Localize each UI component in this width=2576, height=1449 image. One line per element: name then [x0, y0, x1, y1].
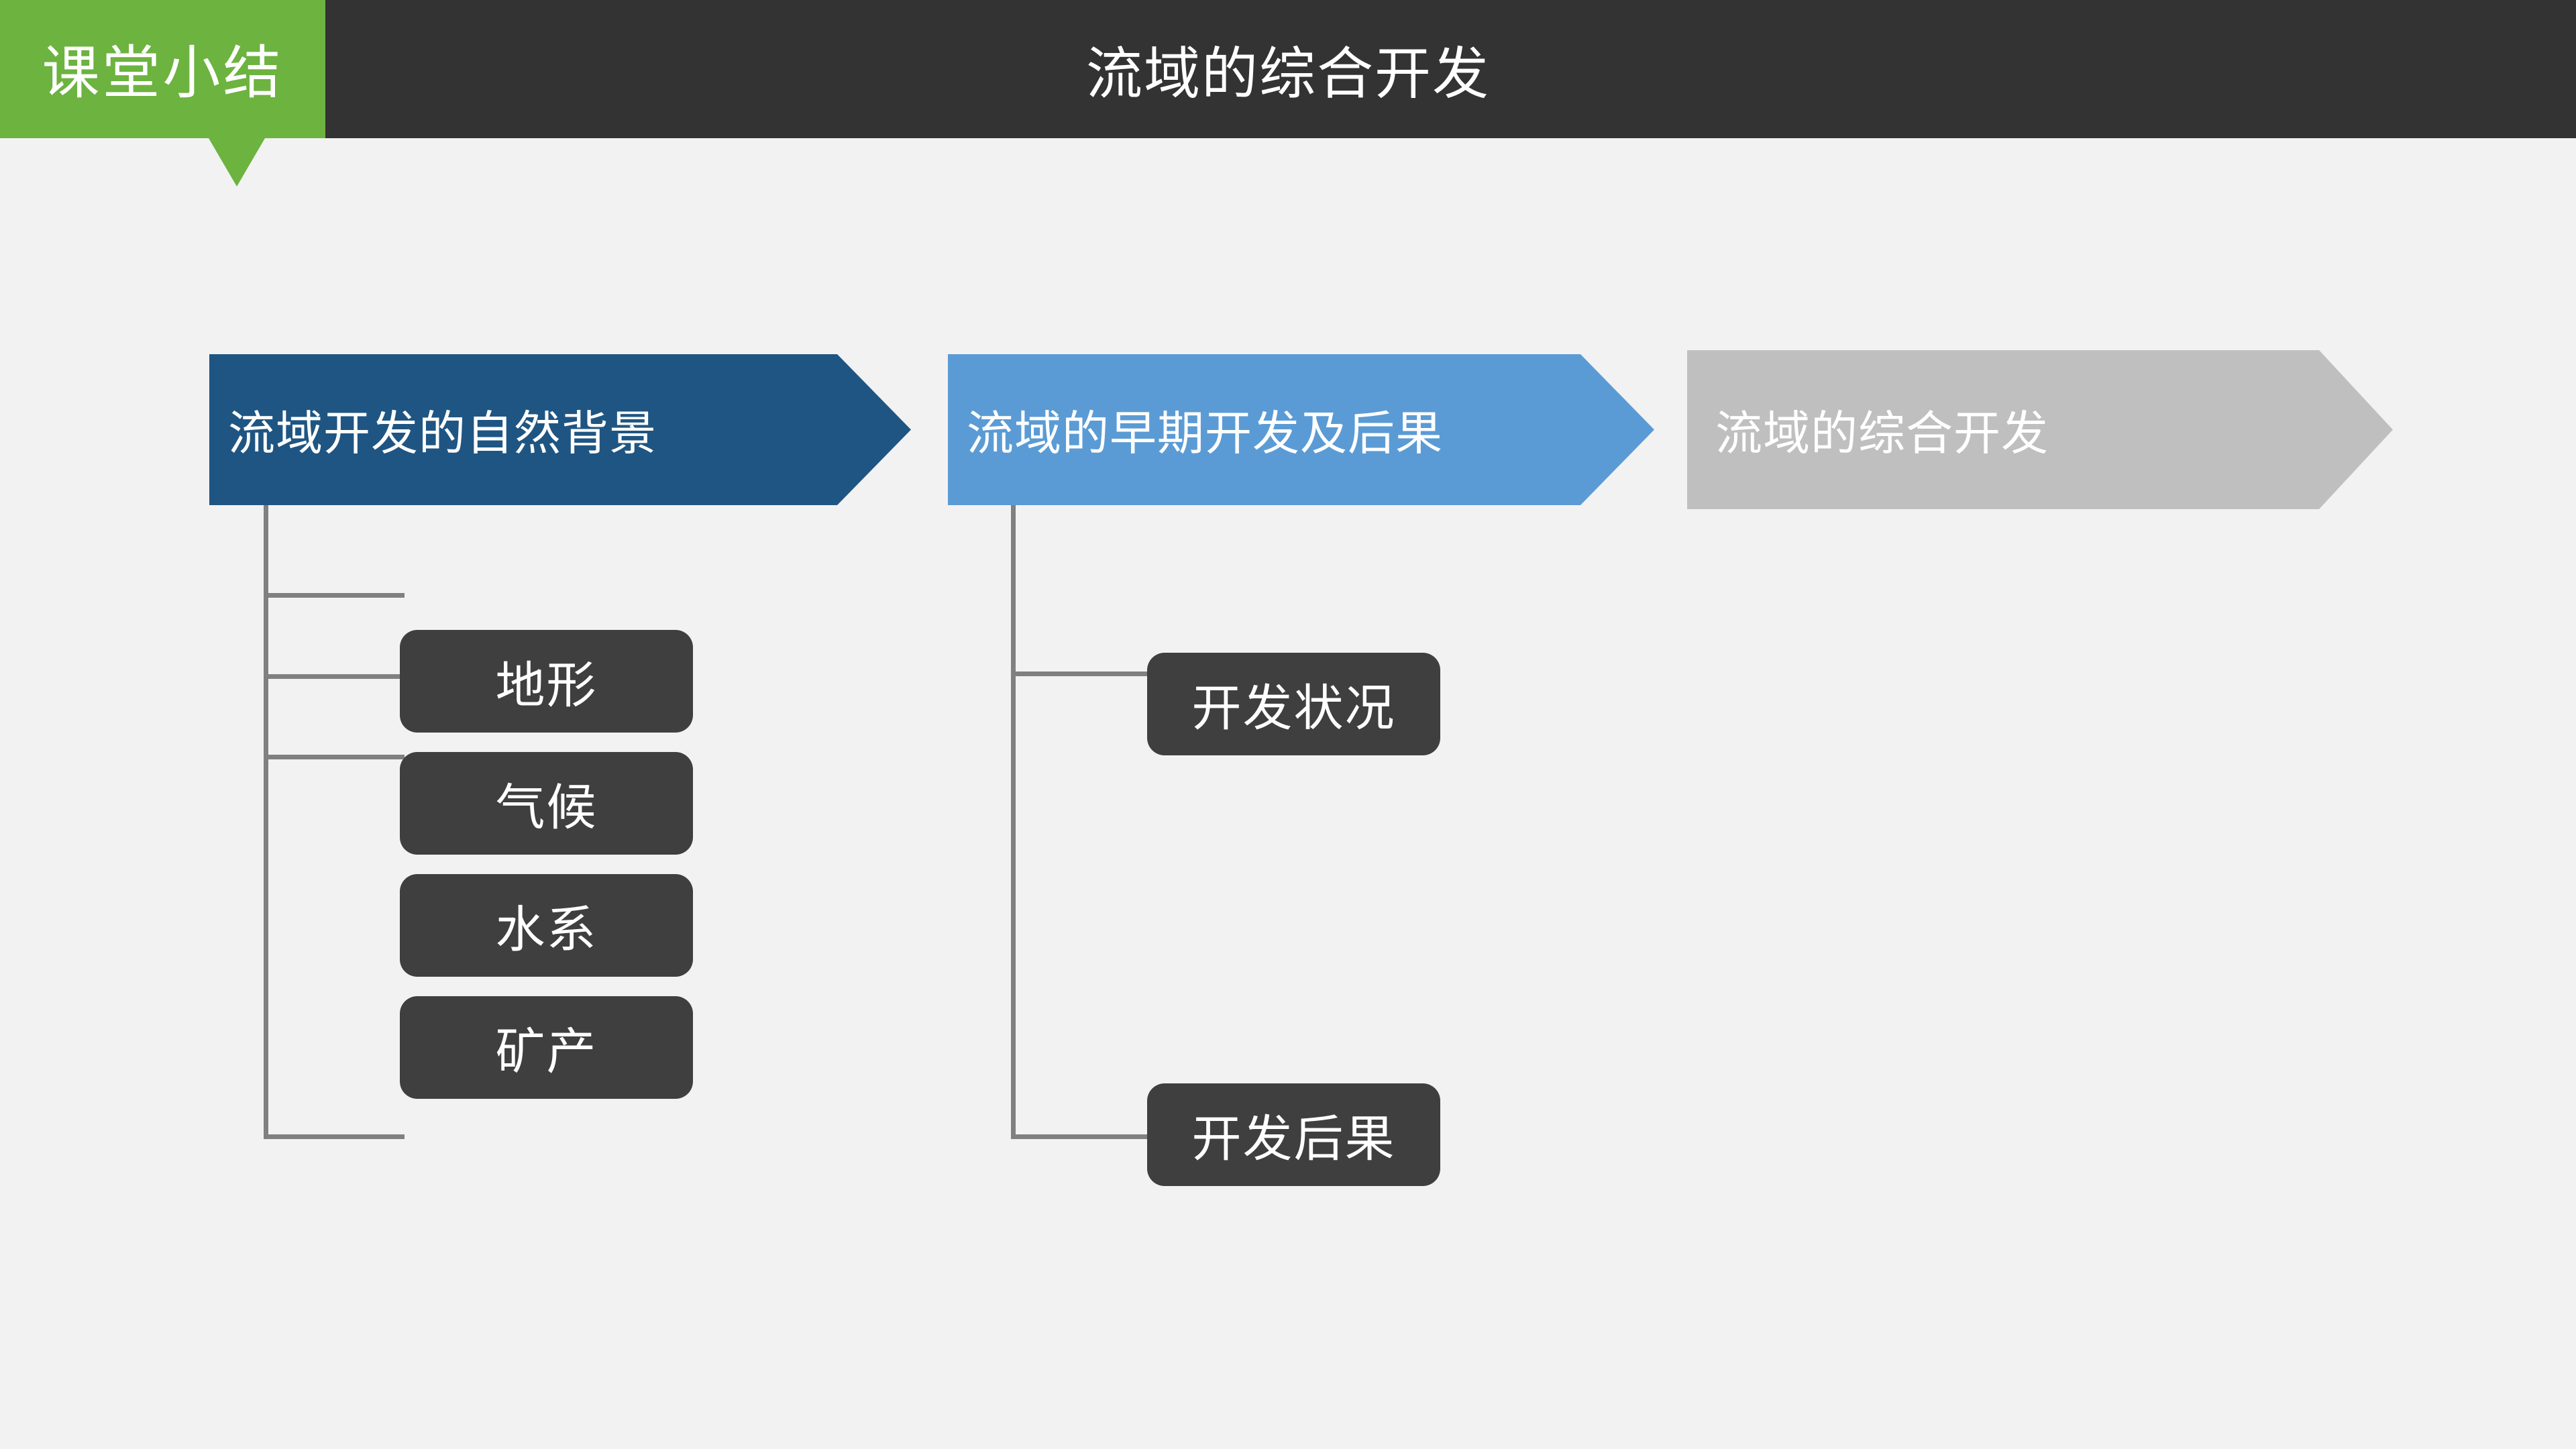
header-bar	[0, 0, 2576, 138]
branch-1-connector-4	[264, 1134, 405, 1139]
branch-2-trunk-line	[1011, 505, 1016, 1139]
leaf-box-development-consequences-label: 开发后果	[1191, 1111, 1396, 1167]
leaf-box-development-status[interactable]: 开发状况	[1147, 653, 1440, 755]
stage-chevron-2[interactable]: 流域的早期开发及后果	[948, 354, 1654, 505]
stage-chevron-3-label: 流域的综合开发	[1715, 407, 2049, 460]
branch-1-connector-2	[264, 674, 405, 679]
branch-1-trunk-line	[264, 505, 268, 1139]
summary-diagram: 流域开发的自然背景 流域的早期开发及后果 流域的综合开发 地形 气候 水系 矿产…	[0, 138, 2576, 1449]
leaf-box-climate[interactable]: 气候	[400, 752, 693, 855]
stage-chevron-1-label: 流域开发的自然背景	[228, 407, 657, 460]
branch-1-connector-3	[264, 755, 405, 759]
leaf-box-terrain-label: 地形	[495, 657, 598, 713]
branch-2-connector-1	[1011, 672, 1152, 676]
stage-chevron-3[interactable]: 流域的综合开发	[1687, 350, 2393, 509]
branch-1-connector-1	[264, 593, 405, 598]
leaf-box-development-consequences[interactable]: 开发后果	[1147, 1083, 1440, 1186]
leaf-box-minerals-label: 矿产	[495, 1024, 598, 1079]
page-title: 流域的综合开发	[1085, 42, 1490, 105]
branch-2-connector-2	[1011, 1134, 1152, 1139]
stage-chevron-1[interactable]: 流域开发的自然背景	[209, 354, 911, 505]
leaf-box-terrain[interactable]: 地形	[400, 630, 693, 733]
leaf-box-water-system-label: 水系	[495, 902, 598, 957]
section-badge-pointer-icon	[209, 138, 265, 186]
leaf-box-climate-label: 气候	[495, 780, 598, 835]
section-badge: 课堂小结	[0, 0, 325, 138]
leaf-box-water-system[interactable]: 水系	[400, 874, 693, 977]
leaf-box-development-status-label: 开发状况	[1191, 680, 1396, 736]
stage-chevron-2-label: 流域的早期开发及后果	[967, 407, 1443, 460]
leaf-box-minerals[interactable]: 矿产	[400, 996, 693, 1099]
section-badge-label: 课堂小结	[42, 40, 284, 105]
